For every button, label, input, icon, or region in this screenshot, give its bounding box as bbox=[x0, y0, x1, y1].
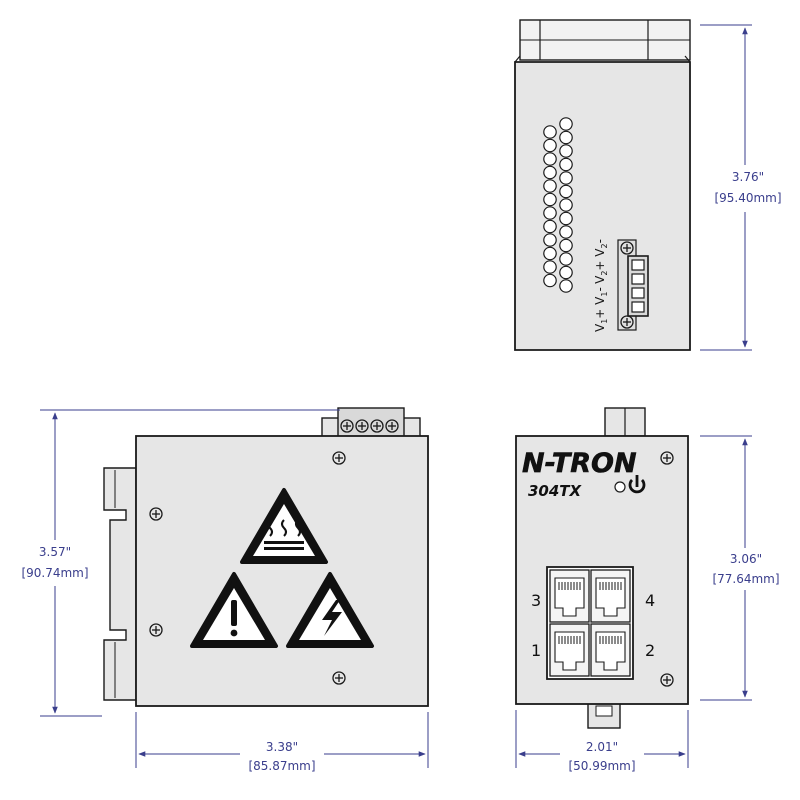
power-icon bbox=[628, 475, 646, 494]
port-number-2: 2 bbox=[645, 641, 655, 660]
dim-top-height-inches: 3.76" bbox=[732, 170, 764, 184]
vent-hole bbox=[559, 211, 573, 226]
dim-front-height-mm: [77.64mm] bbox=[712, 572, 779, 586]
dim-side-height-mm: [90.74mm] bbox=[21, 566, 88, 580]
dim-front-width-inches: 2.01" bbox=[586, 740, 618, 754]
terminal-label-v2: V bbox=[593, 275, 607, 284]
vent-hole bbox=[559, 225, 573, 239]
vent-hole bbox=[543, 165, 557, 180]
vent-hole bbox=[559, 279, 573, 293]
port-number-1: 1 bbox=[531, 641, 541, 660]
top-view: V1+ V1-V2+ V2- 3.76" [95.40mm] bbox=[514, 19, 782, 351]
vent-hole bbox=[559, 130, 573, 145]
vent-hole bbox=[559, 252, 573, 266]
dim-side-height: 3.57" [90.74mm] bbox=[21, 409, 340, 717]
front-view: N-TRON 304TX 3 4 1 2 3.06" [77.64mm] bbox=[515, 407, 780, 773]
side-terminal-block bbox=[321, 407, 421, 439]
vent-hole bbox=[543, 219, 557, 234]
power-led bbox=[614, 481, 626, 493]
hot-surface-icon bbox=[240, 488, 328, 564]
dim-side-width-inches: 3.38" bbox=[266, 740, 298, 754]
vent-hole bbox=[559, 157, 573, 172]
vent-hole bbox=[543, 206, 557, 220]
side-view: 3.57" [90.74mm] 3.38" [85.87mm] bbox=[21, 407, 429, 773]
dim-front-width: 2.01" [50.99mm] bbox=[515, 710, 689, 773]
port-number-3: 3 bbox=[531, 591, 541, 610]
electric-shock-icon bbox=[286, 572, 374, 648]
vent-hole bbox=[543, 246, 557, 261]
vent-hole bbox=[559, 265, 573, 280]
dim-front-height-inches: 3.06" bbox=[730, 552, 762, 566]
model-label: 304TX bbox=[528, 482, 583, 500]
brand-logo: N-TRON bbox=[522, 448, 637, 479]
vent-holes bbox=[543, 117, 573, 293]
vent-hole bbox=[559, 171, 573, 185]
dim-side-width-mm: [85.87mm] bbox=[248, 759, 315, 773]
vent-hole bbox=[543, 179, 557, 193]
dim-front-width-mm: [50.99mm] bbox=[568, 759, 635, 773]
vent-hole bbox=[543, 192, 557, 207]
dim-front-height: 3.06" [77.64mm] bbox=[700, 435, 780, 701]
dim-top-height: 3.76" [95.40mm] bbox=[700, 24, 782, 351]
terminal-labels: V1+ V1-V2+ V2- bbox=[593, 239, 609, 332]
svg-text:V1+ V1-V2+ V2-: V1+ V1-V2+ V2- bbox=[593, 239, 609, 332]
vent-hole bbox=[543, 260, 557, 274]
vent-hole bbox=[559, 117, 573, 131]
vent-hole bbox=[559, 144, 573, 158]
dim-top-height-mm: [95.40mm] bbox=[714, 191, 781, 205]
rj45-port-block bbox=[546, 566, 634, 680]
vent-hole bbox=[543, 152, 557, 166]
vent-hole bbox=[543, 125, 557, 139]
vent-hole bbox=[543, 273, 557, 288]
vent-hole bbox=[543, 233, 557, 247]
power-terminal-block bbox=[617, 239, 649, 331]
side-din-clip bbox=[103, 467, 137, 701]
port-number-4: 4 bbox=[645, 591, 655, 610]
terminal-label-v1: V bbox=[593, 323, 607, 332]
dim-side-width: 3.38" [85.87mm] bbox=[135, 712, 429, 773]
vent-hole bbox=[559, 238, 573, 253]
vent-hole bbox=[543, 138, 557, 153]
caution-icon bbox=[190, 572, 278, 648]
vent-hole bbox=[559, 198, 573, 212]
dim-side-height-inches: 3.57" bbox=[39, 545, 71, 559]
vent-hole bbox=[559, 184, 573, 199]
side-view-body bbox=[135, 435, 429, 707]
